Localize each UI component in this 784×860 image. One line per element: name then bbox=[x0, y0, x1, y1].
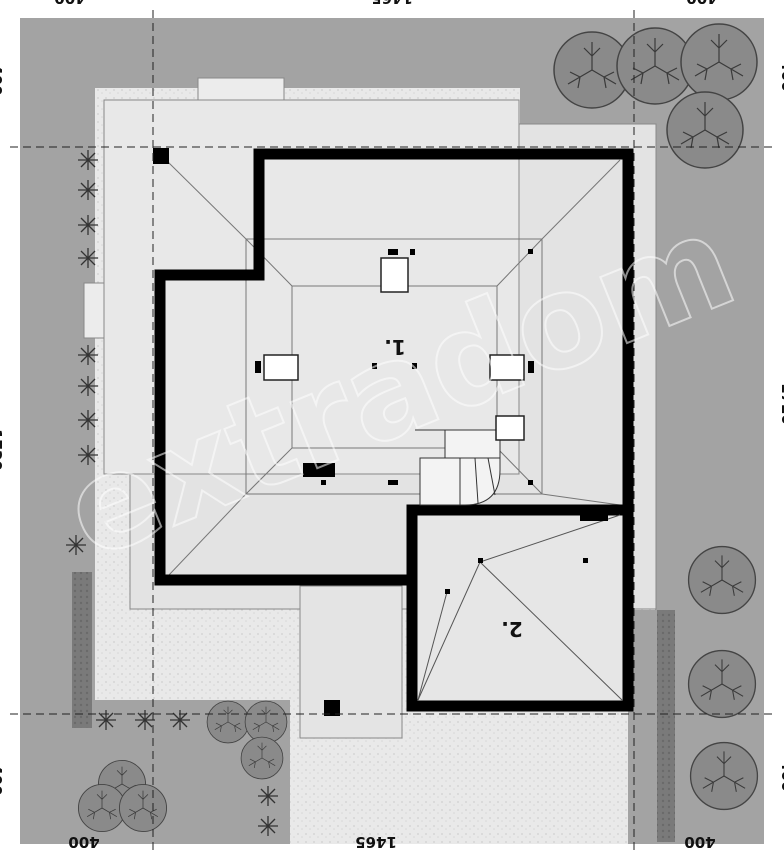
dim-top-center: 1465 bbox=[371, 0, 413, 7]
roof-left-porch bbox=[103, 99, 520, 475]
dim-left-bottom: 400 bbox=[0, 764, 5, 795]
dim-left-middle: 1720 bbox=[0, 429, 5, 471]
dim-right-middle: 1720 bbox=[778, 383, 784, 425]
setback-lines bbox=[10, 10, 774, 850]
window-bay-left bbox=[83, 282, 105, 339]
room-label-main: 1. bbox=[384, 335, 406, 359]
dim-right-top: 400 bbox=[778, 60, 784, 91]
room-label-garage: 2. bbox=[501, 617, 523, 641]
entrance-canopy bbox=[299, 585, 403, 739]
roof-vents bbox=[153, 148, 608, 716]
garage-walls bbox=[406, 504, 634, 712]
dim-top-right: 400 bbox=[686, 0, 717, 7]
staircase bbox=[415, 429, 501, 506]
dim-bottom-right: 400 bbox=[684, 833, 715, 851]
dim-bottom-center: 1465 bbox=[355, 833, 397, 851]
dim-bottom-left: 400 bbox=[68, 833, 99, 851]
dim-left-top: 400 bbox=[0, 64, 5, 95]
skylights bbox=[263, 257, 525, 441]
hedge-right bbox=[657, 610, 675, 842]
dim-right-bottom: 400 bbox=[778, 760, 784, 791]
hedge-left bbox=[72, 572, 92, 728]
dim-top-left: 400 bbox=[54, 0, 85, 7]
window-bay-top bbox=[197, 77, 285, 101]
tree-group-right bbox=[687, 545, 759, 811]
